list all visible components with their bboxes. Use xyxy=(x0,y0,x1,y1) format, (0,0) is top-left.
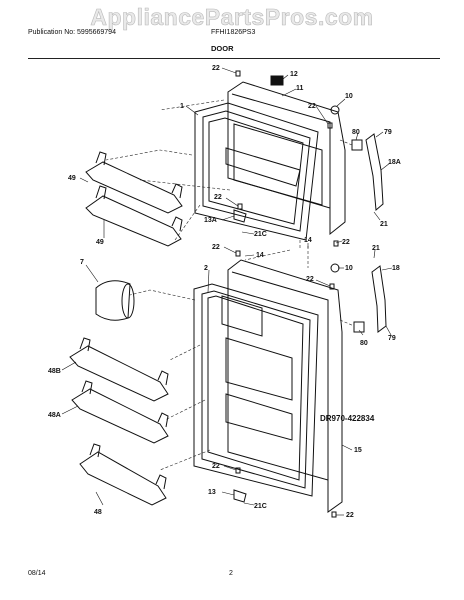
callout-7: 7 xyxy=(80,259,84,266)
callout-22-bottom: 22 xyxy=(346,512,354,519)
freezer-cam xyxy=(330,105,340,115)
callout-22-upper-hinge: 22 xyxy=(342,239,350,246)
publication-number: Publication No: 5995669794 xyxy=(28,29,116,36)
callout-79-upper: 79 xyxy=(384,129,392,136)
fresh-food-hinge-cover xyxy=(353,321,365,333)
door-shelf-48a xyxy=(71,380,169,444)
callout-10-lower: 10 xyxy=(345,265,353,272)
freezer-door-shelf-lower xyxy=(85,185,183,247)
callout-15: 15 xyxy=(354,447,362,454)
callout-11: 11 xyxy=(296,85,304,92)
fresh-food-stop xyxy=(233,489,247,503)
callout-10-upper: 10 xyxy=(345,93,353,100)
label-plate xyxy=(270,75,284,86)
callout-80-lower: 80 xyxy=(360,340,368,347)
freezer-handle xyxy=(365,133,384,212)
callout-2: 2 xyxy=(204,265,208,272)
fresh-food-door-outer-panel xyxy=(227,259,343,513)
callout-49-upper: 49 xyxy=(68,175,76,182)
callout-48: 48 xyxy=(94,509,102,516)
callout-21-upper: 21 xyxy=(380,221,388,228)
freezer-door-outer-panel xyxy=(227,81,346,236)
callout-18: 18 xyxy=(392,265,400,272)
callout-14-right: 14 xyxy=(304,237,312,244)
callout-80-upper: 80 xyxy=(352,129,360,136)
callout-22-lower-right: 22 xyxy=(306,276,314,283)
dairy-bin xyxy=(95,280,135,321)
callout-21c-lower: 21C xyxy=(254,503,267,510)
fresh-food-cam xyxy=(330,263,340,273)
callout-12: 12 xyxy=(290,71,298,78)
footer-date: 08/14 xyxy=(28,570,46,577)
fresh-food-inner-liner xyxy=(221,295,293,441)
screws xyxy=(235,70,339,518)
callout-1: 1 xyxy=(180,103,184,110)
callout-22-upper-right: 22 xyxy=(308,103,316,110)
callout-22-freezer-stop: 22 xyxy=(214,194,222,201)
callout-79-lower: 79 xyxy=(388,335,396,342)
callout-21-lower: 21 xyxy=(372,245,380,252)
callout-13a: 13A xyxy=(204,217,217,224)
callout-21c-upper: 21C xyxy=(254,231,267,238)
header-rule xyxy=(28,58,440,59)
door-shelf-48 xyxy=(79,443,167,506)
fresh-food-handle xyxy=(371,265,387,333)
diagram-code: DR970-422834 xyxy=(320,414,375,423)
model-number: FFHI1826PS3 xyxy=(211,29,256,36)
watermark: AppliancePartsPros.com xyxy=(90,4,374,31)
callout-22-middle: 22 xyxy=(212,244,220,251)
callout-14-left: 14 xyxy=(256,252,264,259)
section-title: DOOR xyxy=(211,44,234,53)
callout-18a: 18A xyxy=(388,159,401,166)
freezer-shelf-inner xyxy=(225,147,301,187)
callout-48b: 48B xyxy=(48,368,61,375)
freezer-door-shelf-upper xyxy=(85,151,183,214)
callout-13: 13 xyxy=(208,489,216,496)
callout-22-top: 22 xyxy=(212,65,220,72)
fresh-food-door-gasket xyxy=(193,283,319,497)
callout-22-lower-stop: 22 xyxy=(212,463,220,470)
page-number: 2 xyxy=(229,570,233,577)
callout-48a: 48A xyxy=(48,412,61,419)
door-shelf-48b xyxy=(69,337,169,402)
callout-49-lower: 49 xyxy=(96,239,104,246)
freezer-hinge-cover xyxy=(351,139,363,151)
